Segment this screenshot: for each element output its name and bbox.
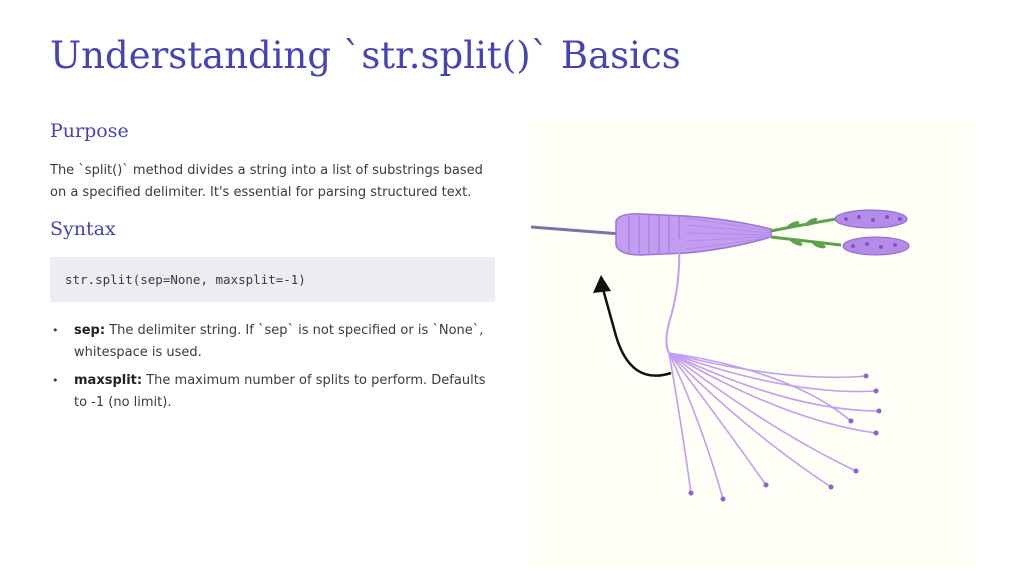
param-desc: The delimiter string. If `sep` is not sp… [74, 323, 484, 360]
bullet-icon: • [52, 324, 59, 337]
syntax-heading: Syntax [50, 218, 116, 240]
slide-title: Understanding `str.split()` Basics [50, 34, 681, 77]
syntax-code: str.split(sep=None, maxsplit=-1) [65, 272, 306, 287]
purpose-text: The `split()` method divides a string in… [50, 163, 483, 200]
lavender-illustration [530, 121, 973, 568]
param-desc: The maximum number of splits to perform.… [74, 373, 486, 410]
lavender-bundle-icon [530, 209, 910, 502]
bullet-icon: • [52, 374, 59, 387]
purpose-heading: Purpose [50, 120, 129, 142]
param-item-maxsplit: • maxsplit: The maximum number of splits… [50, 370, 500, 414]
param-term: maxsplit: [74, 373, 143, 388]
param-term: sep: [74, 323, 106, 338]
syntax-code-block: str.split(sep=None, maxsplit=-1) [50, 257, 495, 302]
parameter-list: • sep: The delimiter string. If `sep` is… [50, 320, 500, 420]
param-item-sep: • sep: The delimiter string. If `sep` is… [50, 320, 500, 364]
